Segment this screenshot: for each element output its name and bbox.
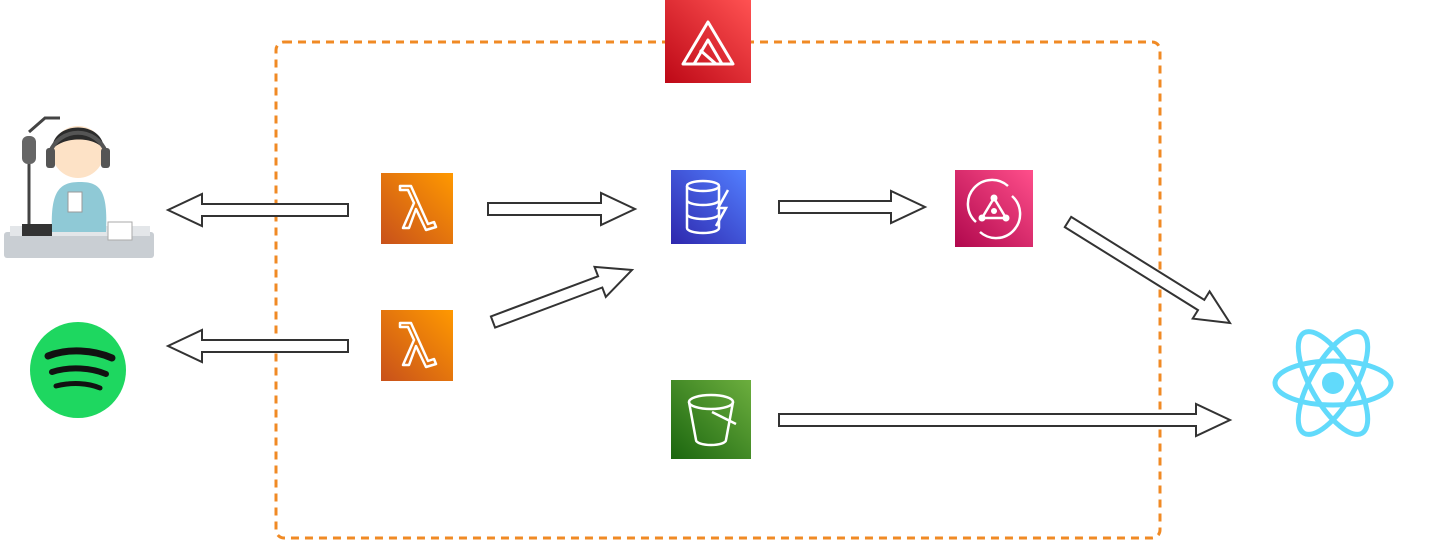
aws-lambda-icon [381,310,453,381]
amplify-boundary [274,40,1162,540]
react-icon [1272,329,1394,437]
arrow-lambda-1-to-podcaster [165,192,349,228]
aws-dynamodb-icon [671,170,746,244]
arrow-lambda-2-to-spotify [165,328,349,364]
spotify-icon [30,322,126,418]
aws-lambda-icon [381,173,453,244]
arrow-lambda-1-to-dynamodb [487,191,638,227]
arrow-appsync-to-react [1063,215,1232,325]
podcaster-illustration [4,116,154,258]
aws-appsync-icon [955,170,1033,247]
aws-amplify-icon [665,0,751,83]
arrow-dynamodb-to-appsync [778,189,928,225]
arrow-lambda-2-to-dynamodb [489,265,635,329]
aws-s3-icon [671,380,751,459]
arrow-s3-to-react [778,402,1233,438]
